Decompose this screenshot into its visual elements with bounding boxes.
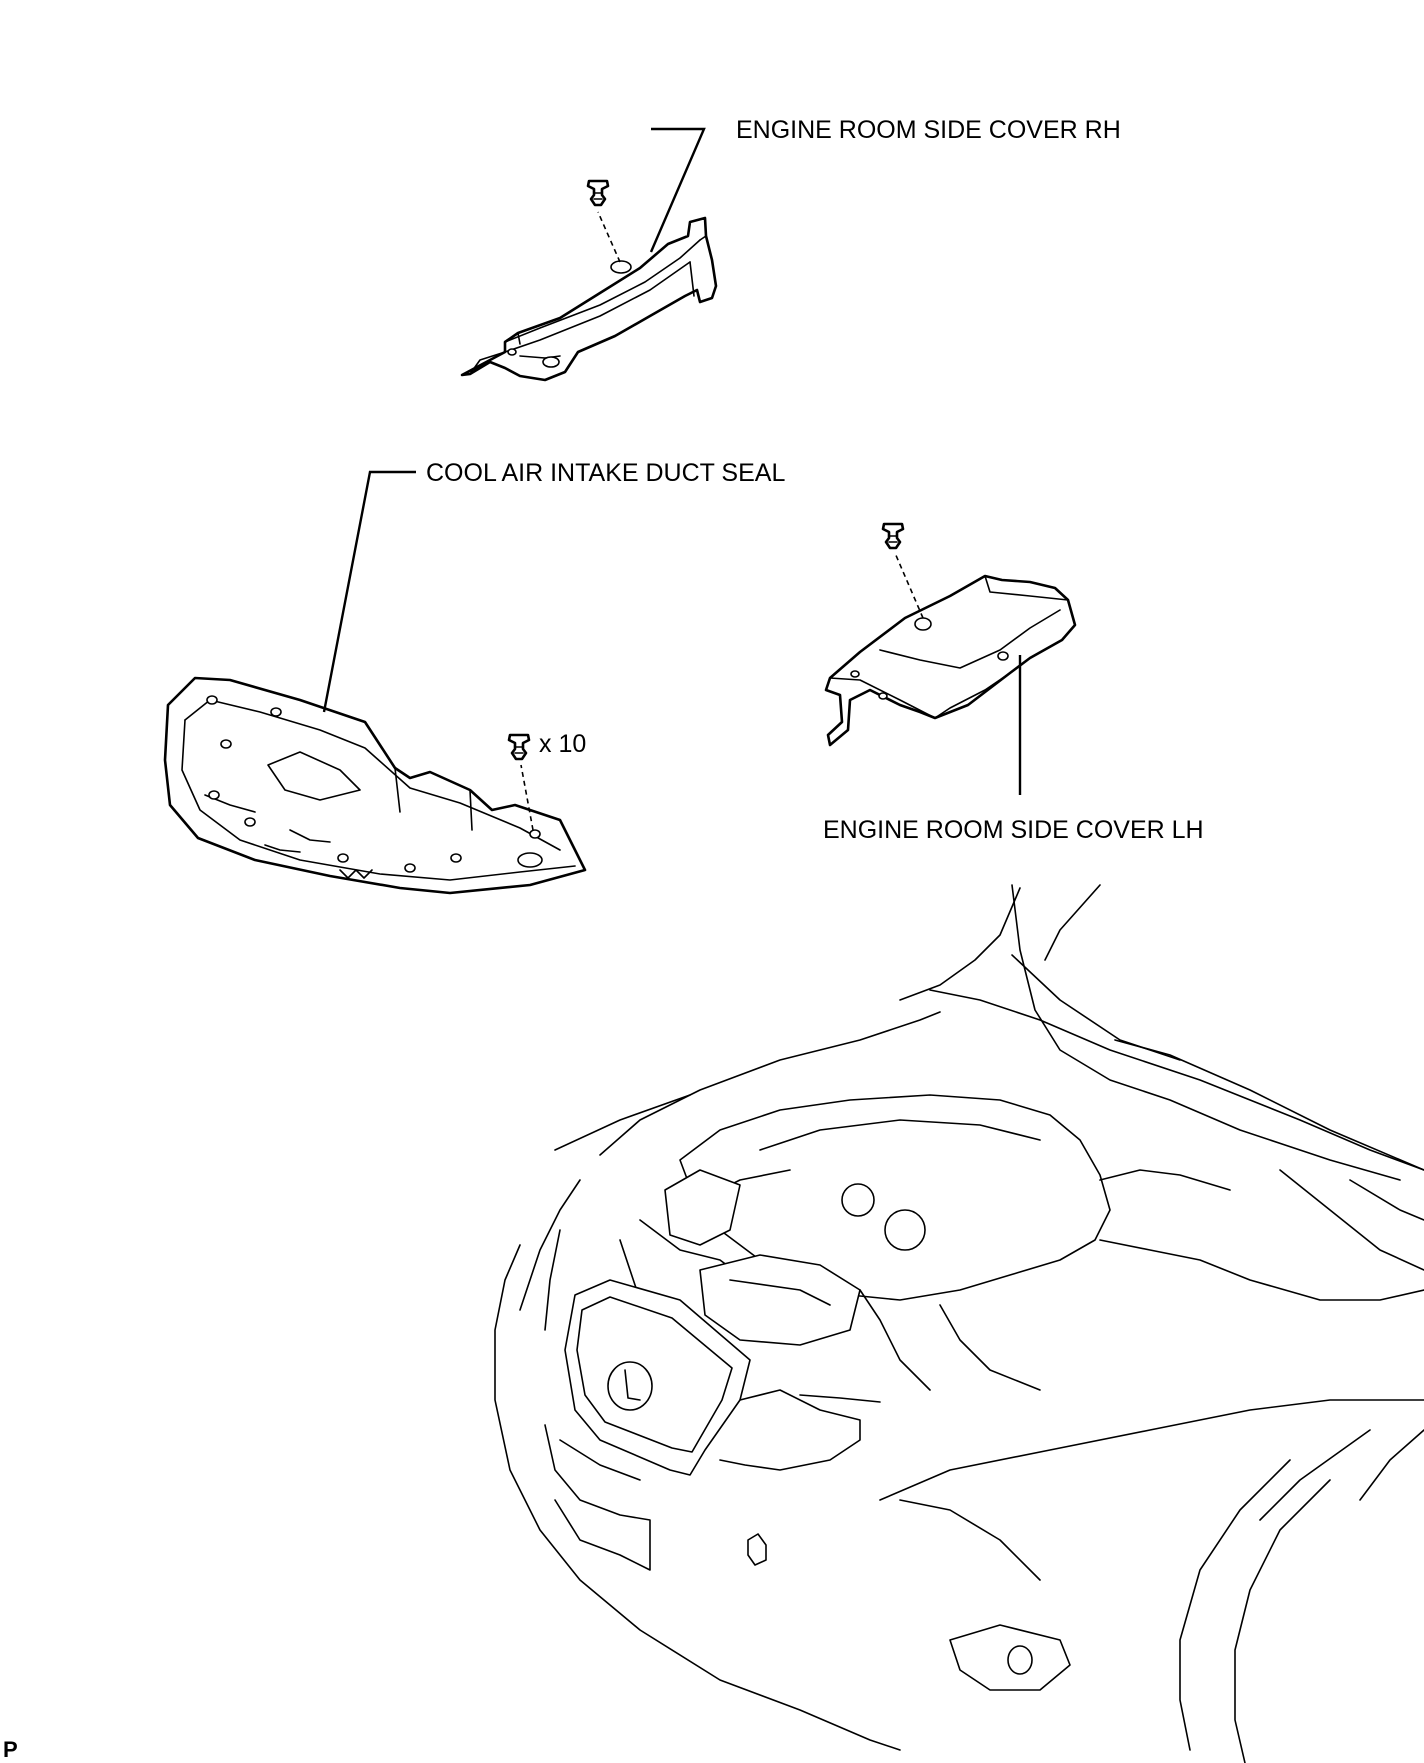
clip-icon (586, 179, 610, 207)
engine-room-side-cover-lh (824, 574, 1077, 747)
rh-cover-label: ENGINE ROOM SIDE COVER RH (736, 116, 1121, 144)
lh-cover-label: ENGINE ROOM SIDE COVER LH (823, 816, 1204, 844)
duct-seal-leader (322, 470, 416, 713)
vehicle-front-illustration (494, 884, 1424, 1763)
fastener-guide-line (597, 211, 621, 263)
engine-room-side-cover-rh (460, 216, 718, 382)
fastener-guide-line (520, 764, 534, 831)
cool-air-intake-duct-seal (163, 676, 587, 895)
rh-cover-leader (649, 127, 706, 253)
clip-count-label: x 10 (539, 730, 586, 758)
clip-icon (507, 733, 531, 761)
corner-mark: P (3, 1737, 18, 1762)
clip-icon (881, 522, 905, 550)
duct-seal-label: COOL AIR INTAKE DUCT SEAL (426, 459, 785, 487)
fastener-guide-line (894, 552, 924, 619)
